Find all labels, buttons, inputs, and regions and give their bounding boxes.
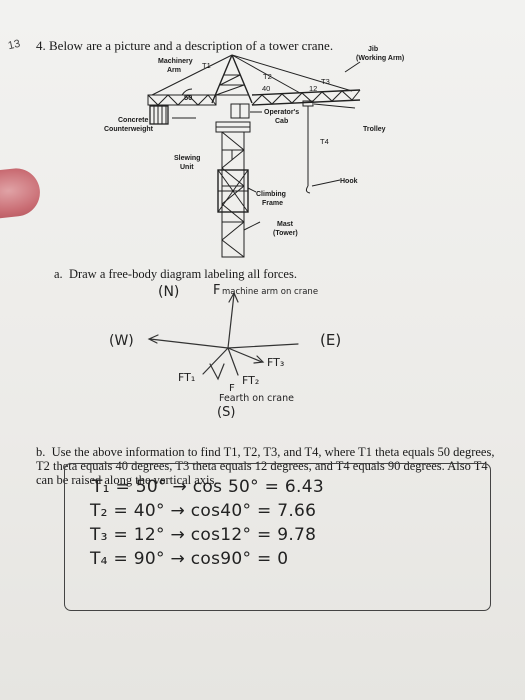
question-header: 4. Below are a picture and a description… <box>36 39 333 53</box>
label-operators-1: Operator's <box>264 109 300 116</box>
arrow-ft1 <box>202 347 229 375</box>
part-b: b. Use the above information to find T1,… <box>36 445 498 487</box>
arrow-east <box>227 343 299 349</box>
part-a: a. Draw a free-body diagram labeling all… <box>54 267 297 281</box>
label-climbing-1: Climbing <box>256 191 286 198</box>
arrow-normal-up <box>227 293 235 349</box>
answer-t2: T₂ = 40° → cos40° = 7.66 <box>90 501 317 521</box>
fbd-e-label: (E) <box>320 331 342 349</box>
arrow-west <box>149 338 229 349</box>
label-concrete-1: Concrete <box>118 117 149 124</box>
label-t3: T3 <box>321 77 330 86</box>
label-mast-2: (Tower) <box>273 230 298 237</box>
label-climbing-2: Frame <box>262 200 284 207</box>
fbd-s-label: (S) <box>217 405 236 420</box>
part-b-text: Use the above information to find T1, T2… <box>36 445 495 487</box>
label-slewing-1: Slewing <box>174 155 201 162</box>
part-b-label: b. <box>36 445 46 459</box>
answer-t4: T₄ = 90° → cos90° = 0 <box>90 549 289 569</box>
answer-t1: T₁ = 50° → cos 50° = 6.43 <box>92 477 324 497</box>
label-machinery-1: Machinery <box>158 58 193 65</box>
fbd-f-machine: F <box>213 283 221 298</box>
fbd-ft1-label: FT₁ <box>178 371 196 384</box>
label-concrete-2: Counterweight <box>104 126 153 133</box>
arrow-earth-down <box>209 363 225 381</box>
answer-box <box>64 463 491 611</box>
fbd-n-label: (N) <box>158 284 180 300</box>
label-machinery-2: Arm <box>167 67 182 74</box>
fbd-f-small: F <box>229 383 235 394</box>
label-t4: T4 <box>320 137 329 146</box>
arrow-ft3 <box>227 347 263 363</box>
fbd-w-label: (W) <box>109 333 134 349</box>
label-t2: T2 <box>263 72 272 81</box>
label-mast-1: Mast <box>277 221 293 228</box>
counterweight <box>149 105 169 125</box>
fbd-earth-text: Fearth on crane <box>219 393 294 404</box>
label-angle-50: 50 <box>184 93 193 102</box>
label-t1: T1 <box>202 61 211 70</box>
label-angle-40: 40 <box>262 84 271 93</box>
part-a-text: Draw a free-body diagram labeling all fo… <box>68 267 297 281</box>
arrow-ft2 <box>227 347 239 376</box>
fbd-ft2-label: FT₂ <box>242 374 260 387</box>
question-number: 4. <box>36 38 46 53</box>
label-jib: Jib <box>368 46 379 53</box>
label-angle-12: 12 <box>309 84 318 93</box>
label-trolley: Trolley <box>363 126 386 133</box>
question-intro: Below are a picture and a description of… <box>49 38 334 53</box>
fbd-machine-sub: machine arm on crane <box>222 287 319 297</box>
part-a-label: a. <box>54 267 63 281</box>
label-operators-2: Cab <box>275 118 289 125</box>
label-working-arm: (Working Arm) <box>356 55 405 62</box>
label-hook: Hook <box>340 178 358 185</box>
fbd-ft3-label: FT₃ <box>267 356 285 369</box>
label-slewing-2: Unit <box>180 164 194 171</box>
answer-t3: T₃ = 12° → cos12° = 9.78 <box>90 525 317 545</box>
